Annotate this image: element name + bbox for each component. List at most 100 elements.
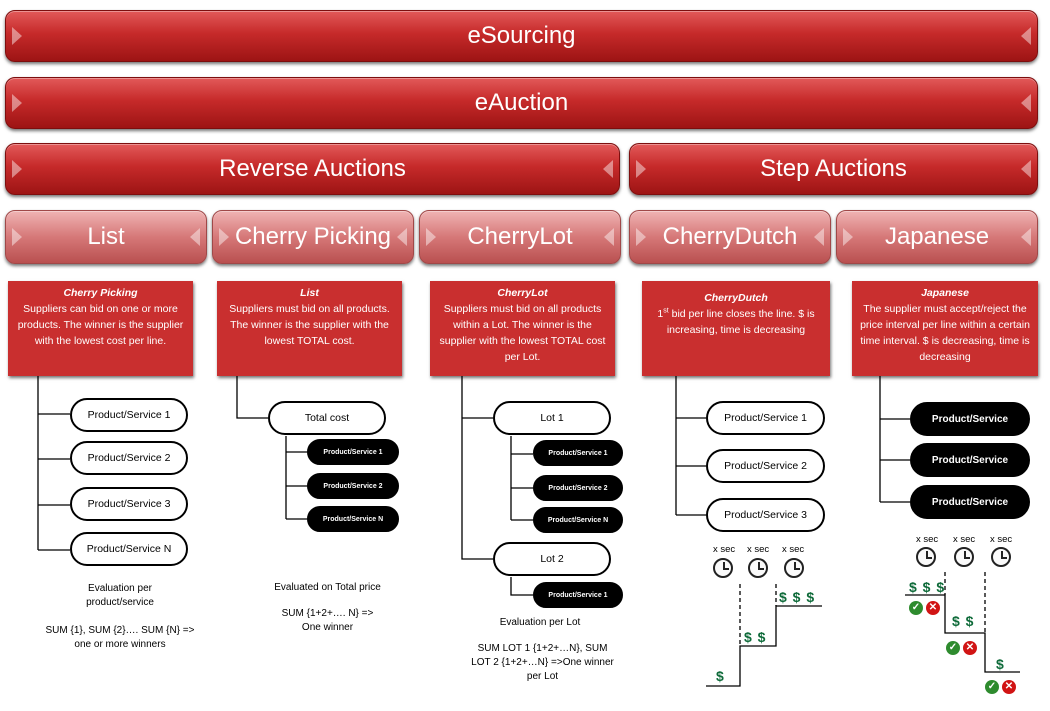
bar-arrow-left-icon: [219, 228, 229, 246]
bar-arrow-left-icon: [426, 228, 436, 246]
time-interval-label: x sec: [953, 534, 976, 545]
x-icon: ✕: [926, 601, 940, 615]
product-node: Product/Service 2: [533, 475, 623, 501]
reverse-auctions-label: Reverse Auctions: [219, 155, 406, 182]
type-bar-cherrylot: CherryLot: [419, 210, 621, 264]
description-cherrylot: CherryLot Suppliers must bid on all prod…: [430, 281, 615, 376]
description-cherrydutch: CherryDutch 1st bid per line closes the …: [642, 281, 830, 376]
bar-arrow-right-icon: [814, 228, 824, 246]
bar-arrow-left-icon: [843, 228, 853, 246]
product-node: Product/Service 2: [307, 473, 399, 499]
check-icon: ✓: [985, 680, 999, 694]
esourcing-label: eSourcing: [467, 22, 576, 49]
description-body: Suppliers must bid on all products. The …: [229, 303, 390, 347]
evaluation-caption: Evaluation per Lot: [499, 617, 581, 628]
price-level-3: $ $ $: [779, 589, 816, 605]
clock-icon: [784, 558, 804, 578]
check-icon: ✓: [946, 641, 960, 655]
total-cost-node: Total cost: [268, 401, 386, 435]
time-interval-label: x sec: [916, 534, 939, 545]
description-body-pre: 1: [657, 308, 664, 320]
bar-arrow-left-icon: [636, 228, 646, 246]
clock-icon: [954, 547, 974, 567]
description-body-post: bid per line closes the line. $ is incre…: [666, 308, 815, 336]
description-japanese: Japanese The supplier must accept/reject…: [852, 281, 1038, 376]
time-interval-label: x sec: [990, 534, 1013, 545]
bar-arrow-right-icon: [397, 228, 407, 246]
type-bar-japanese: Japanese: [836, 210, 1038, 264]
eauction-label: eAuction: [474, 89, 569, 116]
description-title: Cherry Picking: [63, 287, 138, 299]
type-label: CherryLot: [467, 223, 573, 250]
description-list: List Suppliers must bid on all products.…: [217, 281, 402, 376]
type-bar-cherry-picking: Cherry Picking: [212, 210, 414, 264]
formula-caption: SUM LOT 1 {1+2+…N}, SUM LOT 2 {1+2+…N} =…: [471, 643, 614, 682]
product-node: Product/Service 3: [70, 487, 188, 521]
description-title: CherryDutch: [704, 292, 768, 304]
product-node: Product/Service 2: [70, 441, 188, 475]
bar-arrow-right-icon: [1021, 228, 1031, 246]
bar-arrow-right-icon: [603, 160, 613, 178]
price-level-3: $ $ $: [909, 579, 946, 595]
type-bar-list: List: [5, 210, 207, 264]
bar-arrow-left-icon: [12, 27, 22, 45]
reverse-auctions-bar: Reverse Auctions: [5, 143, 620, 195]
step-auctions-bar: Step Auctions: [629, 143, 1038, 195]
bar-arrow-right-icon: [604, 228, 614, 246]
price-level-2: $ $: [744, 629, 767, 645]
check-icon: ✓: [909, 601, 923, 615]
type-label: List: [87, 223, 125, 250]
description-title: Japanese: [921, 287, 969, 299]
bar-arrow-left-icon: [636, 160, 646, 178]
type-label: CherryDutch: [662, 223, 798, 250]
product-node: Product/Service N: [307, 506, 399, 532]
product-node: Product/Service 1: [533, 582, 623, 608]
product-node: Product/Service: [910, 485, 1030, 519]
clock-icon: [713, 558, 733, 578]
description-title: List: [300, 287, 319, 299]
lot-1-node: Lot 1: [493, 401, 611, 435]
product-node: Product/Service 1: [70, 398, 188, 432]
evaluation-caption: Evaluated on Total price: [274, 582, 381, 593]
evaluation-caption: Evaluation per product/service: [86, 583, 154, 608]
type-bar-cherrydutch: CherryDutch: [629, 210, 831, 264]
product-node: Product/Service 1: [706, 401, 825, 435]
description-body: The supplier must accept/reject the pric…: [860, 303, 1030, 363]
esourcing-bar: eSourcing: [5, 10, 1038, 62]
type-label: Japanese: [884, 223, 990, 250]
description-body: Suppliers can bid on one or more product…: [17, 303, 184, 347]
formula-caption: SUM {1+2+…. N} => One winner: [281, 608, 374, 633]
product-node: Product/Service 1: [533, 440, 623, 466]
bar-arrow-right-icon: [190, 228, 200, 246]
product-node: Product/Service N: [70, 532, 188, 566]
clock-icon: [991, 547, 1011, 567]
lot-2-node: Lot 2: [493, 542, 611, 576]
bar-arrow-left-icon: [12, 94, 22, 112]
time-interval-label: x sec: [713, 544, 736, 555]
price-level-2: $ $: [952, 613, 975, 629]
product-node: Product/Service 3: [706, 498, 825, 532]
bar-arrow-left-icon: [12, 228, 22, 246]
bar-arrow-right-icon: [1021, 27, 1031, 45]
product-node: Product/Service: [910, 402, 1030, 436]
description-body: Suppliers must bid on all products withi…: [439, 303, 606, 363]
formula-caption: SUM {1}, SUM {2}…. SUM {N} => one or mor…: [45, 625, 195, 650]
clock-icon: [748, 558, 768, 578]
bar-arrow-right-icon: [1021, 160, 1031, 178]
bar-arrow-left-icon: [12, 160, 22, 178]
price-level-1: $: [716, 668, 725, 684]
x-icon: ✕: [1002, 680, 1016, 694]
clock-icon: [916, 547, 936, 567]
product-node: Product/Service N: [533, 507, 623, 533]
product-node: Product/Service 2: [706, 449, 825, 483]
eauction-bar: eAuction: [5, 77, 1038, 129]
type-label: Cherry Picking: [234, 223, 392, 250]
description-title: CherryLot: [497, 287, 548, 299]
bar-arrow-right-icon: [1021, 94, 1031, 112]
product-node: Product/Service 1: [307, 439, 399, 465]
time-interval-label: x sec: [747, 544, 770, 555]
description-cherry-picking: Cherry Picking Suppliers can bid on one …: [8, 281, 193, 376]
product-node: Product/Service: [910, 443, 1030, 477]
x-icon: ✕: [963, 641, 977, 655]
